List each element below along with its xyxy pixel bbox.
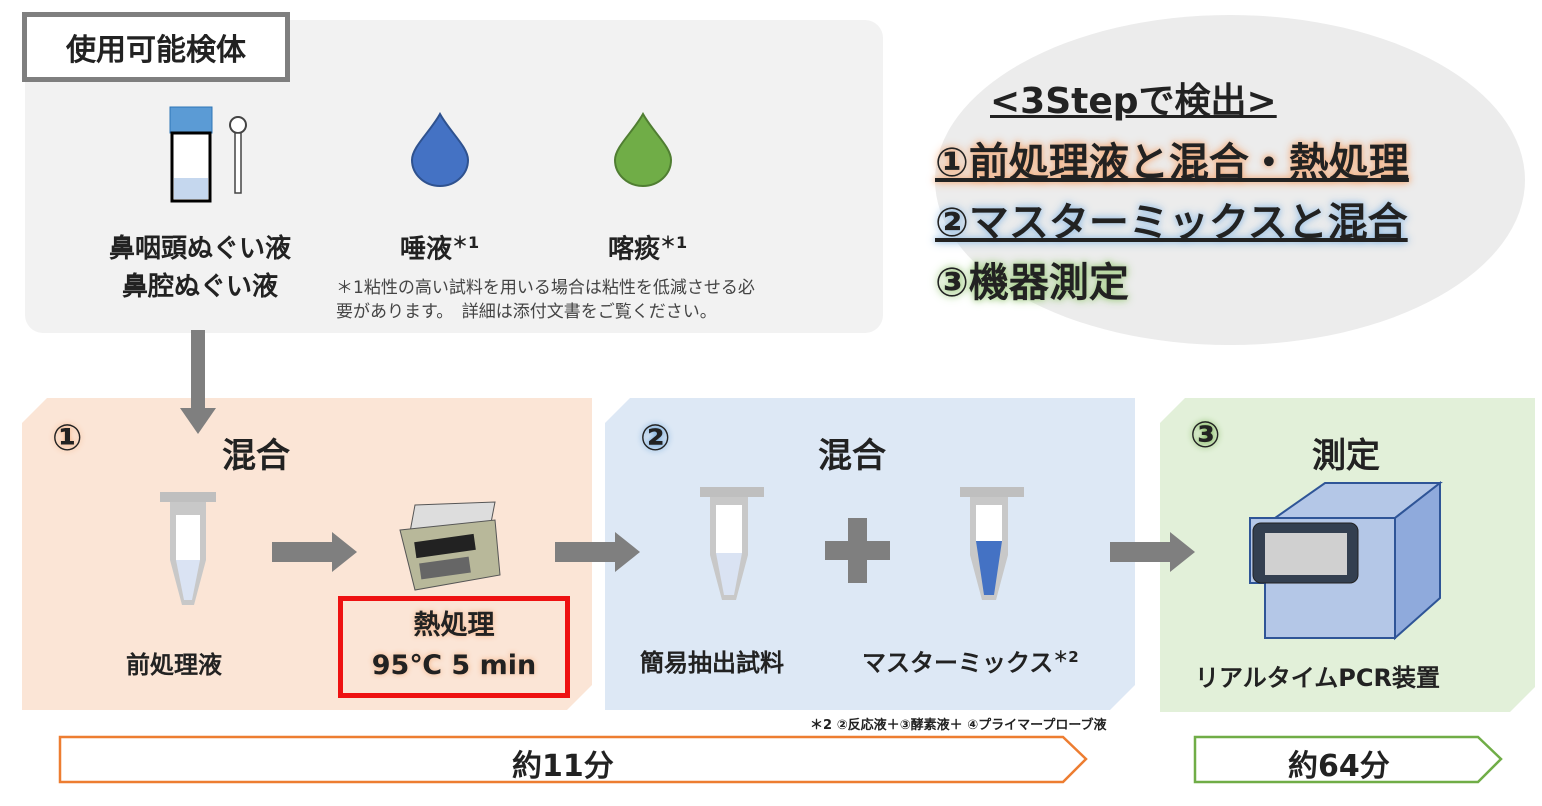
mastermix-tube-icon xyxy=(960,487,1024,600)
mastermix-label: マスターミックス＊2 xyxy=(862,643,1079,678)
footnote-2: ＊2 ②反応液＋③酵素液＋ ④プライマープローブ液 xyxy=(810,718,1107,733)
heat-label: 熱処理 xyxy=(413,610,495,641)
pretreatment-label: 前処理液 xyxy=(126,651,222,679)
heat-treatment-box: 熱処理 95℃ 5 min xyxy=(338,596,570,698)
footnote-mark: ＊1 xyxy=(660,233,688,252)
phase2-duration: 約64分 xyxy=(1288,749,1390,784)
summary-title: <3Stepで検出> xyxy=(990,81,1277,122)
saliva-drop-icon xyxy=(410,112,470,187)
step-2-title: 混合 xyxy=(818,436,886,476)
specimen-saliva: 唾液＊1 xyxy=(400,224,479,269)
device-label: リアルタイムPCR装置 xyxy=(1195,664,1440,692)
summary-step-3: ③機器測定 xyxy=(935,260,1129,306)
footnote-mark: ＊1 xyxy=(452,233,480,252)
heat-condition: 95℃ 5 min xyxy=(371,650,537,681)
swab-tube-icon xyxy=(169,106,247,203)
phase1-duration: 約11分 xyxy=(512,749,614,784)
step-2-number: ② xyxy=(640,418,671,459)
step-1-number: ① xyxy=(52,418,83,459)
pcr-device-icon xyxy=(1249,480,1443,641)
sputum-drop-icon xyxy=(613,112,673,187)
step-3-number: ③ xyxy=(1190,415,1221,456)
specimen-label: 使用可能検体 xyxy=(22,12,290,82)
note-line: 要があります。 詳細は添付文書をご覧ください。 xyxy=(336,302,717,322)
right-arrow-icon xyxy=(555,532,640,572)
summary-step-2: ②マスターミックスと混合 xyxy=(935,200,1408,246)
footnote-mark: ＊2 xyxy=(1053,648,1079,666)
note-line: ＊1粘性の高い試料を用いる場合は粘性を低減させる必 xyxy=(336,278,755,298)
heat-block-icon xyxy=(399,501,501,591)
timeline-arrow-phase1 xyxy=(58,735,1088,784)
viscosity-note: ＊1粘性の高い試料を用いる場合は粘性を低減させる必 要があります。 詳細は添付文… xyxy=(336,276,755,324)
right-arrow-icon xyxy=(272,532,357,572)
step-3-title: 測定 xyxy=(1312,436,1380,476)
specimen-name: 喀痰 xyxy=(608,234,661,265)
specimen-sputum: 喀痰＊1 xyxy=(608,224,687,269)
extract-tube-icon xyxy=(700,487,764,600)
plus-icon xyxy=(825,518,890,583)
pretreatment-tube-icon xyxy=(160,492,216,605)
extract-label: 簡易抽出試料 xyxy=(640,649,784,677)
timeline-arrow-phase2 xyxy=(1193,735,1503,784)
down-arrow-icon xyxy=(180,330,216,434)
specimen-name: 唾液 xyxy=(400,234,453,265)
summary-step-1: ①前処理液と混合・熱処理 xyxy=(935,140,1409,186)
specimen-nasopharyngeal: 鼻咽頭ぬぐい液 鼻腔ぬぐい液 xyxy=(85,230,315,306)
specimen-name: 鼻腔ぬぐい液 xyxy=(121,272,278,302)
right-arrow-icon xyxy=(1110,532,1195,572)
step-1-title: 混合 xyxy=(222,436,290,476)
summary-ellipse xyxy=(935,15,1525,345)
specimen-name: 鼻咽頭ぬぐい液 xyxy=(108,234,291,264)
mastermix-text: マスターミックス xyxy=(862,649,1054,677)
